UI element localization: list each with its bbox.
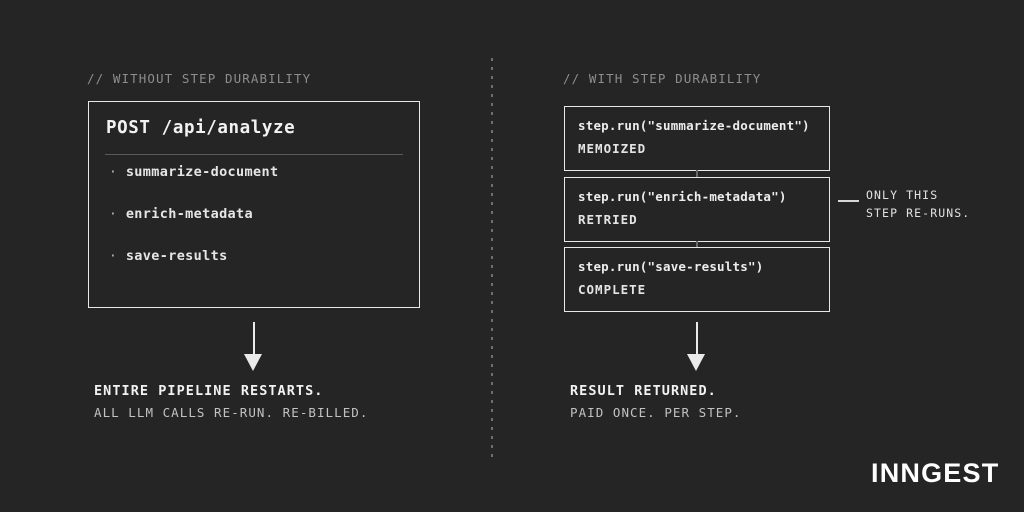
monolithic-request-box: POST /api/analyze · summarize-document ·… bbox=[88, 101, 420, 308]
callout-annotation: ONLY THIS STEP RE-RUNS. bbox=[866, 186, 970, 222]
status-badge: RETRIED bbox=[578, 212, 638, 227]
bullet-icon: · bbox=[109, 249, 117, 264]
arrow-shaft bbox=[253, 322, 255, 356]
status-badge: MEMOIZED bbox=[578, 141, 647, 156]
list-item: · save-results bbox=[109, 248, 228, 264]
step-call-label: step.run("summarize-document") bbox=[578, 118, 810, 133]
down-arrow-icon bbox=[684, 322, 710, 372]
outcome-subline: ALL LLM CALLS RE-RUN. RE-BILLED. bbox=[94, 405, 369, 420]
list-item-label: save-results bbox=[125, 248, 228, 264]
request-method-line: POST /api/analyze bbox=[106, 118, 296, 138]
bullet-icon: · bbox=[109, 165, 117, 180]
step-connector bbox=[696, 170, 698, 177]
arrow-head bbox=[244, 354, 262, 371]
left-section-comment: // WITHOUT STEP DURABILITY bbox=[87, 71, 312, 86]
durable-step-box: step.run("summarize-document") MEMOIZED bbox=[564, 106, 830, 171]
left-outcome-caption: ENTIRE PIPELINE RESTARTS. ALL LLM CALLS … bbox=[94, 381, 368, 423]
durable-step-box: step.run("save-results") COMPLETE bbox=[564, 247, 830, 312]
list-item-label: enrich-metadata bbox=[125, 206, 253, 222]
step-call-label: step.run("save-results") bbox=[578, 259, 764, 274]
outcome-headline: ENTIRE PIPELINE RESTARTS. bbox=[94, 383, 324, 399]
step-call-label: step.run("enrich-metadata") bbox=[578, 189, 787, 204]
callout-line-2: STEP RE-RUNS. bbox=[866, 206, 971, 220]
durable-step-box: step.run("enrich-metadata") RETRIED bbox=[564, 177, 830, 242]
callout-line-1: ONLY THIS bbox=[866, 188, 939, 202]
panel-divider bbox=[491, 58, 493, 463]
arrow-head bbox=[687, 354, 705, 371]
outcome-headline: RESULT RETURNED. bbox=[570, 383, 717, 399]
request-header-divider bbox=[105, 154, 403, 155]
inngest-logo: INNGEST bbox=[871, 458, 1000, 488]
status-badge: COMPLETE bbox=[578, 282, 647, 297]
outcome-subline: PAID ONCE. PER STEP. bbox=[570, 405, 742, 420]
step-connector bbox=[696, 241, 698, 248]
list-item: · enrich-metadata bbox=[109, 206, 253, 222]
list-item: · summarize-document bbox=[109, 164, 278, 180]
right-section-comment: // WITH STEP DURABILITY bbox=[563, 71, 762, 86]
bullet-icon: · bbox=[109, 207, 117, 222]
arrow-shaft bbox=[696, 322, 698, 356]
callout-leader-line bbox=[838, 200, 859, 202]
list-item-label: summarize-document bbox=[125, 164, 279, 180]
right-outcome-caption: RESULT RETURNED. PAID ONCE. PER STEP. bbox=[570, 381, 742, 423]
down-arrow-icon bbox=[241, 322, 267, 372]
